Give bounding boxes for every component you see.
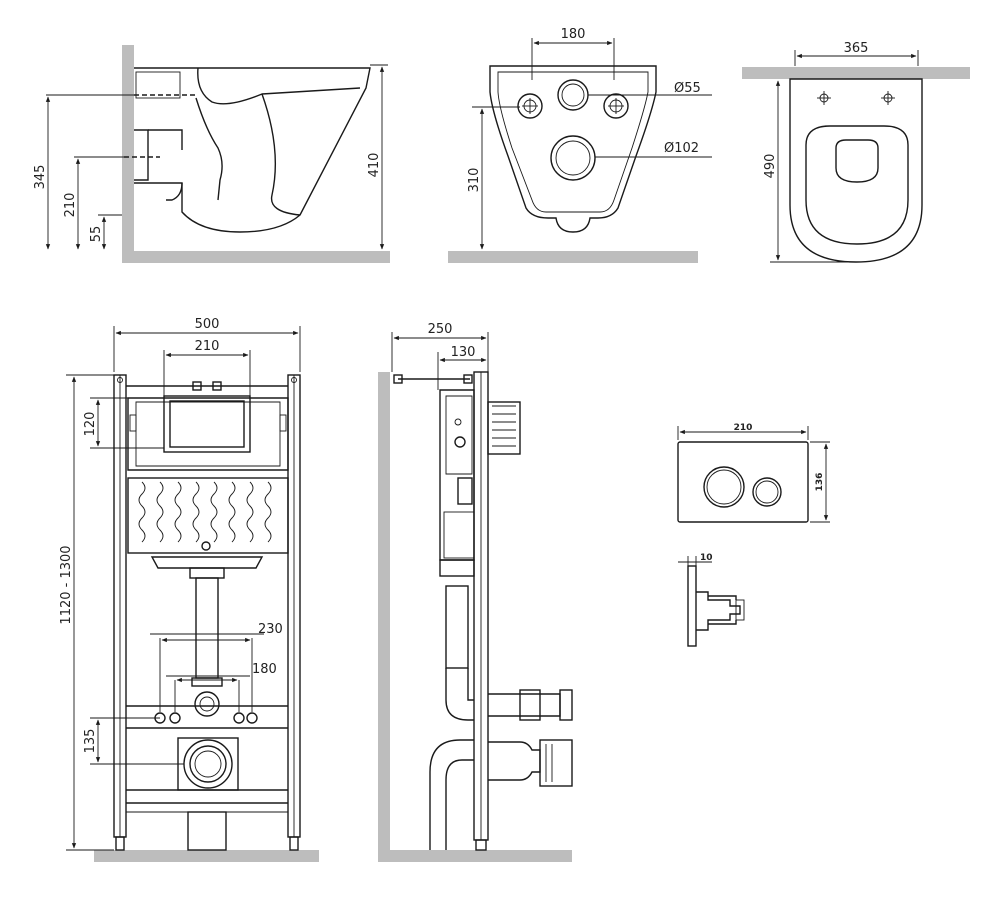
bowl-back-view: 180 Ø55 Ø102 310 (448, 27, 712, 263)
dim-136: 136 (815, 473, 825, 492)
dim-210-side: 210 (63, 193, 78, 218)
dim-1120-1300: 1120 - 1300 (59, 545, 74, 624)
dim-365: 365 (844, 41, 869, 56)
bowl-top-view: 365 490 (742, 41, 970, 263)
dim-500: 500 (195, 317, 220, 332)
dim-230: 230 (258, 622, 283, 637)
dim-180-frame: 180 (252, 662, 277, 677)
dim-diameter-55: Ø55 (674, 81, 701, 96)
dim-120: 120 (83, 412, 98, 437)
dim-130: 130 (451, 345, 476, 360)
dim-210-frame: 210 (195, 339, 220, 354)
dim-490: 490 (763, 154, 778, 179)
dim-55: 55 (89, 226, 104, 243)
dim-210-plate: 210 (734, 423, 753, 433)
dim-180-back: 180 (561, 27, 586, 42)
bowl-side-view: 345 210 55 410 (33, 45, 390, 263)
frame-front-view: 500 210 120 1120 - 1300 230 180 135 (59, 317, 319, 862)
dim-diameter-102: Ø102 (664, 141, 699, 156)
dim-10: 10 (700, 553, 713, 563)
dim-410: 410 (367, 153, 382, 178)
dim-310: 310 (467, 168, 482, 193)
frame-side-view: 250 130 (378, 322, 573, 862)
flush-plate-view: 210 136 10 (677, 423, 830, 647)
dim-135: 135 (83, 729, 98, 754)
dim-250: 250 (428, 322, 453, 337)
dim-345: 345 (33, 165, 48, 190)
